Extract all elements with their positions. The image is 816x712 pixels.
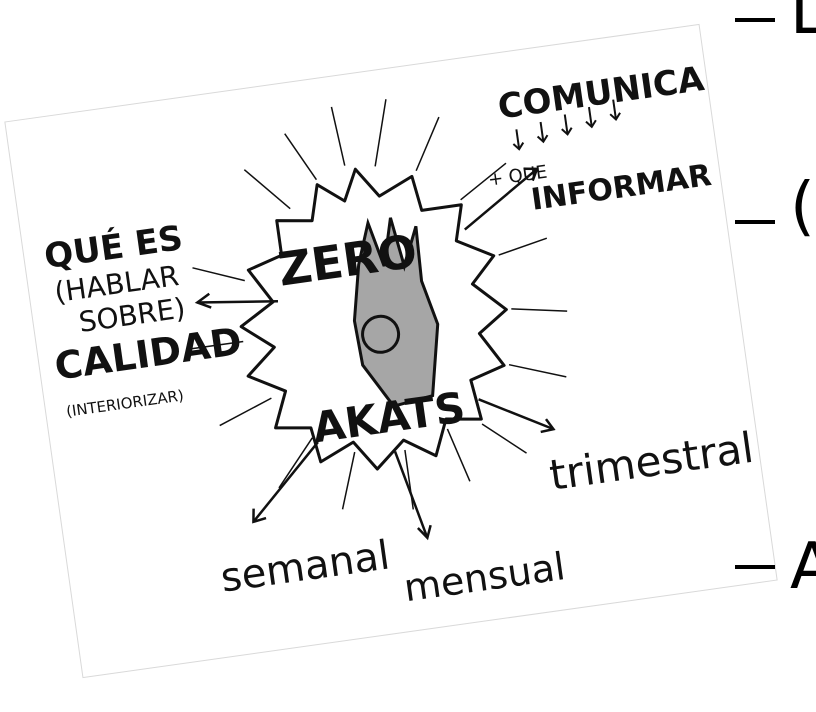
edge-dash-3 (735, 565, 775, 569)
top-right-sub-b: INFORMAR (529, 158, 714, 218)
label-semanal: semanal (218, 532, 393, 601)
edge-dash-2 (735, 220, 775, 224)
center-title-bottom: AKATS (310, 383, 469, 453)
left-note: (INTERIORIZAR) (65, 386, 185, 420)
sketchnote-diagram: ZERO AKATS QUÉ ES (HABLAR SOBRE) CALIDAD… (5, 25, 776, 677)
label-trimestral: trimestral (546, 423, 756, 500)
edge-char-bottom: A (790, 535, 816, 599)
label-mensual: mensual (401, 544, 568, 610)
sketch-card: ZERO AKATS QUÉ ES (HABLAR SOBRE) CALIDAD… (4, 24, 777, 678)
edge-char-top: L (790, 0, 816, 44)
edge-char-mid: ( (790, 175, 815, 239)
edge-dash-1 (735, 18, 775, 22)
